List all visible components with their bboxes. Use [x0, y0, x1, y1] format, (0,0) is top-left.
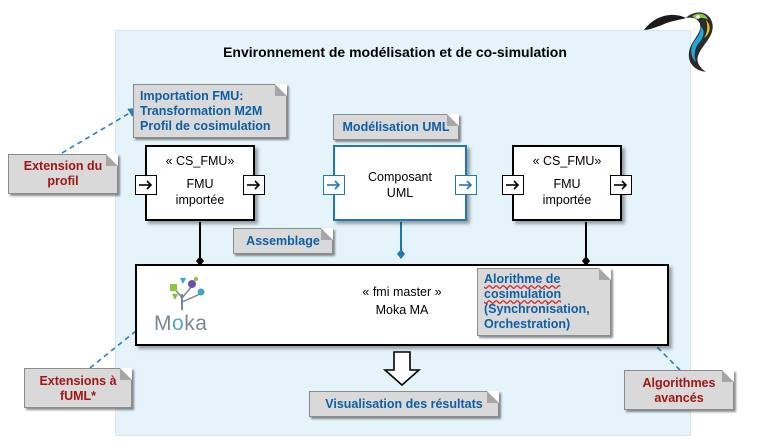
- component-name-line-2: importée: [542, 193, 592, 207]
- note-fold: [321, 228, 333, 240]
- note-line-1: Alorithme de: [484, 272, 561, 286]
- note-text: Modélisation UML: [342, 120, 450, 134]
- component-uml[interactable]: Composant UML: [323, 145, 477, 221]
- note-line-4: Orchestration): [484, 317, 571, 331]
- arrow-port-icon: [135, 175, 157, 195]
- note-importation-fmu: Importation FMU: Transformation M2M Prof…: [133, 84, 287, 138]
- note-extension-profil: Extension du profil: [8, 154, 118, 194]
- note-line-2: avancés: [654, 391, 704, 405]
- component-name-line-1: FMU: [186, 177, 214, 191]
- arrow-port-icon: [610, 175, 632, 195]
- moka-tree-icon: [170, 276, 205, 310]
- note-fold: [275, 84, 287, 96]
- note-line-1: Extension du: [23, 159, 103, 173]
- note-fold: [599, 268, 611, 280]
- note-algorithme-cosimulation: Alorithme de cosimulation (Synchronisati…: [477, 268, 611, 336]
- master-label: « fmi master » Moka MA: [332, 283, 472, 323]
- arrow-port-icon: [502, 175, 524, 195]
- note-text: Assemblage: [246, 234, 320, 248]
- component-name-line-1: Composant: [368, 170, 432, 184]
- component-fmu-left[interactable]: « CS_FMU» FMU importée: [135, 145, 265, 221]
- note-fold: [120, 368, 132, 380]
- note-line-2: profil: [47, 174, 79, 188]
- component-fmu-right[interactable]: « CS_FMU» FMU importée: [502, 145, 632, 221]
- arrow-port-icon: [243, 175, 265, 195]
- master-name: Moka MA: [375, 303, 429, 317]
- note-extensions-fuml: Extensions à fUML*: [24, 368, 132, 408]
- toucan-logo-icon: [644, 12, 713, 72]
- moka-letter-o: o: [172, 312, 185, 335]
- note-fold: [447, 114, 459, 126]
- note-line-1: Extensions à: [39, 374, 117, 388]
- note-line-1: Algorithmes: [642, 376, 716, 390]
- arrow-port-icon: [455, 175, 477, 195]
- component-name-line-2: UML: [386, 186, 414, 200]
- note-line-3: Profil de cosimulation: [140, 119, 271, 133]
- note-fold: [722, 370, 734, 382]
- note-line-2: fUML*: [59, 389, 97, 403]
- note-fold: [106, 154, 118, 166]
- note-line-1: Importation FMU:: [140, 89, 244, 103]
- component-name-line-2: importée: [175, 193, 225, 207]
- note-line-2: Transformation M2M: [140, 104, 263, 118]
- note-text: Visualisation des résultats: [325, 397, 483, 411]
- stereotype-label: « CS_FMU»: [532, 154, 602, 168]
- note-fold: [487, 391, 499, 403]
- note-line-3: (Synchronisation,: [484, 302, 590, 316]
- environment-title: Environnement de modélisation et de co-s…: [223, 44, 567, 60]
- master-stereotype: « fmi master »: [362, 285, 442, 299]
- note-line-2: cosimulation: [484, 287, 562, 301]
- note-algorithmes-avances: Algorithmes avancés: [624, 370, 734, 410]
- stereotype-label: « CS_FMU»: [165, 154, 235, 168]
- component-name-line-1: FMU: [553, 177, 581, 191]
- note-visualisation-resultats: Visualisation des résultats: [309, 391, 499, 417]
- moka-logo-text: Moka: [154, 312, 234, 336]
- note-assemblage: Assemblage: [233, 228, 333, 254]
- moka-letter-m: M: [154, 312, 172, 335]
- note-modelisation-uml: Modélisation UML: [333, 114, 459, 140]
- arrow-port-icon: [323, 175, 345, 195]
- moka-letters-ka: ka: [184, 312, 208, 335]
